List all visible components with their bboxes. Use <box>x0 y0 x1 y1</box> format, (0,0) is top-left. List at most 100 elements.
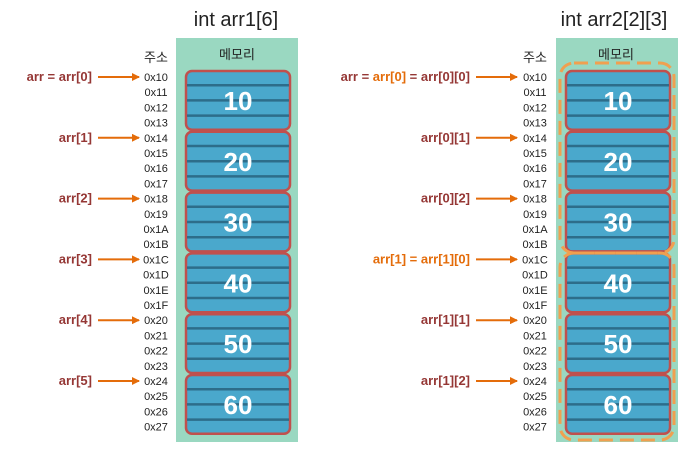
left-title: int arr1[6] <box>194 9 278 31</box>
pointer-label-segment: arr = <box>341 69 373 84</box>
address-label: 0x13 <box>523 118 547 130</box>
address-label: 0x27 <box>144 422 168 434</box>
left-memory-header: 메모리 <box>219 48 255 63</box>
pointer-label: arr[2] <box>59 191 92 206</box>
memory-block: 10 <box>564 69 672 132</box>
pointer-label-segment: arr[0] <box>373 69 406 84</box>
pointer-label: arr[3] <box>59 251 92 266</box>
pointer-label: arr[4] <box>59 312 92 327</box>
address-label: 0x1F <box>523 300 548 312</box>
memory-block: 20 <box>184 130 292 192</box>
memory-block: 60 <box>564 373 672 436</box>
left-address-header: 주소 <box>144 51 168 66</box>
pointer-label-segment: arr[1][1] <box>421 312 470 327</box>
pointer-label-segment: arr[0][1] <box>421 130 470 145</box>
address-label: 0x10 <box>523 72 547 84</box>
pointer-label: arr[0][1] <box>421 130 470 145</box>
pointer-label-segment: arr[1] = arr[1][0] <box>373 251 470 266</box>
address-label: 0x23 <box>144 361 168 373</box>
address-label: 0x19 <box>523 209 547 221</box>
address-label: 0x22 <box>523 346 547 358</box>
address-label: 0x1C <box>522 254 548 266</box>
address-label: 0x22 <box>144 346 168 358</box>
right-memory-blocks: 0x10 0x11 0x12 0x13 0x14 0x15 0x16 0x17 0x18 0x19… <box>341 61 676 442</box>
element-value: 20 <box>224 147 253 177</box>
element-value: 50 <box>224 329 253 359</box>
address-label: 0x18 <box>144 194 168 206</box>
address-label: 0x12 <box>523 102 547 114</box>
element-value: 30 <box>604 208 633 238</box>
address-label: 0x16 <box>144 163 168 175</box>
address-label: 0x1B <box>522 239 547 251</box>
row-group-outline <box>558 251 676 442</box>
memory-block: 30 <box>564 191 672 253</box>
pointer-label: arr[1][2] <box>421 373 470 388</box>
address-label: 0x16 <box>523 163 547 175</box>
address-label: 0x11 <box>523 87 546 99</box>
address-label: 0x26 <box>144 406 168 418</box>
pointer-label: arr[0][2] <box>421 191 470 206</box>
address-label: 0x1E <box>522 285 547 297</box>
memory-block: 40 <box>184 252 292 314</box>
element-value: 60 <box>604 390 633 420</box>
memory-block: 60 <box>184 373 292 436</box>
address-label: 0x1D <box>143 270 169 282</box>
right-title: int arr2[2][3] <box>561 9 668 31</box>
address-label: 0x1B <box>143 239 168 251</box>
pointer-label: arr = arr[0] = arr[0][0] <box>341 69 470 84</box>
pointer-label: arr[1][1] <box>421 312 470 327</box>
address-label: 0x15 <box>144 148 168 160</box>
row-group-outline <box>558 61 676 255</box>
pointer-label: arr[5] <box>59 373 92 388</box>
memory-block: 40 <box>564 252 672 314</box>
pointer-label-segment: arr[3] <box>59 251 92 266</box>
address-label: 0x1A <box>143 224 169 236</box>
element-value: 50 <box>604 329 633 359</box>
pointer-label-segment: arr[0][2] <box>421 191 470 206</box>
memory-block: 20 <box>564 130 672 192</box>
address-label: 0x24 <box>144 376 168 388</box>
right-address-header: 주소 <box>523 51 547 66</box>
element-value: 20 <box>604 147 633 177</box>
address-label: 0x1A <box>522 224 548 236</box>
pointer-label: arr = arr[0] <box>27 69 92 84</box>
element-value: 60 <box>224 390 253 420</box>
address-label: 0x1F <box>144 300 169 312</box>
address-label: 0x17 <box>523 178 547 190</box>
element-value: 10 <box>224 86 253 116</box>
address-label: 0x14 <box>144 133 168 145</box>
left-memory-blocks: 0x100x110x120x130x140x150x160x170x180x19… <box>27 69 292 436</box>
pointer-label-segment: arr[1][2] <box>421 373 470 388</box>
element-value: 30 <box>224 208 253 238</box>
pointer-label: arr[1] <box>59 130 92 145</box>
memory-block: 30 <box>184 191 292 253</box>
address-label: 0x20 <box>523 315 547 327</box>
address-label: 0x1E <box>143 285 168 297</box>
address-label: 0x24 <box>523 376 547 388</box>
address-label: 0x21 <box>144 330 168 342</box>
address-label: 0x23 <box>523 361 547 373</box>
address-label: 0x1C <box>143 254 169 266</box>
pointer-label-segment: arr[1] <box>59 130 92 145</box>
element-value: 40 <box>604 268 633 298</box>
address-label: 0x14 <box>523 133 547 145</box>
pointer-label-segment: arr = arr[0] <box>27 69 92 84</box>
address-label: 0x25 <box>144 391 168 403</box>
memory-block: 50 <box>184 312 292 375</box>
address-label: 0x18 <box>523 194 547 206</box>
address-label: 0x19 <box>144 209 168 221</box>
address-label: 0x27 <box>523 422 547 434</box>
address-label: 0x1D <box>522 270 548 282</box>
address-label: 0x11 <box>144 87 167 99</box>
pointer-label-segment: = arr[0][0] <box>406 69 470 84</box>
element-value: 10 <box>604 86 633 116</box>
right-memory-header: 메모리 <box>598 48 634 63</box>
address-label: 0x20 <box>144 315 168 327</box>
pointer-label-segment: arr[2] <box>59 191 92 206</box>
address-label: 0x12 <box>144 102 168 114</box>
pointer-label: arr[1] = arr[1][0] <box>373 251 470 266</box>
address-label: 0x15 <box>523 148 547 160</box>
address-label: 0x21 <box>523 330 547 342</box>
pointer-label-segment: arr[5] <box>59 373 92 388</box>
